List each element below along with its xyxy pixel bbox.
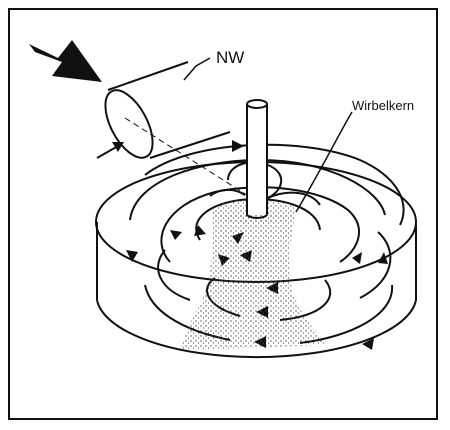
- central-rod: [246, 99, 268, 219]
- flow-direction-arrow-icon: [96, 142, 124, 159]
- big-inflow-arrow-icon: [29, 40, 102, 82]
- label-leaders: [183, 57, 353, 213]
- vortex-core-label: Wirbelkern: [352, 98, 414, 113]
- vortex-core: [180, 199, 330, 350]
- nozzle-label: NW: [216, 48, 244, 67]
- figure-frame: [8, 8, 438, 420]
- inlet-pipe: [104, 61, 259, 203]
- tank-body: [96, 222, 417, 359]
